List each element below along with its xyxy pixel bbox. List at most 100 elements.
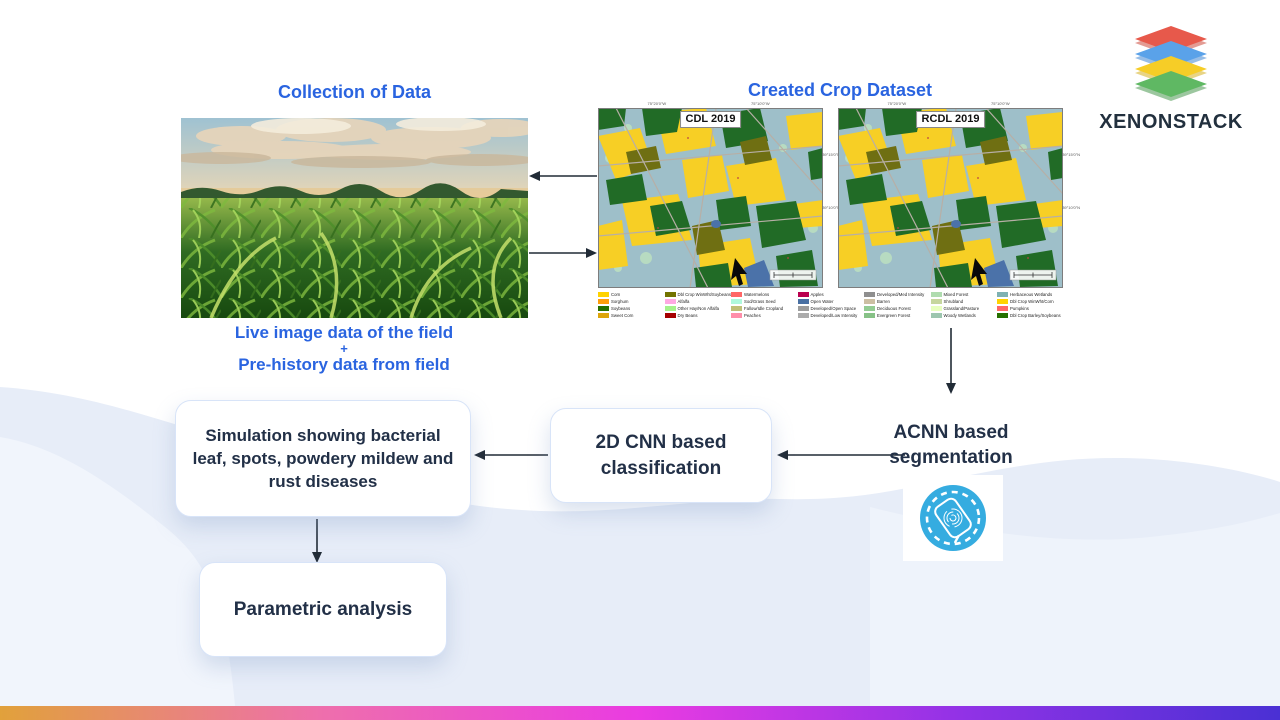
legend-item: Developed/Open Space bbox=[797, 306, 865, 312]
cdl-map: 75°20'0"W 75°10'0"W 39°15'0"N 39°10'0"N … bbox=[598, 101, 840, 288]
legend-swatch bbox=[864, 306, 875, 312]
legend-item: Deciduous Forest bbox=[864, 306, 931, 312]
simulation-text: Simulation showing bacterial leaf, spots… bbox=[192, 426, 454, 491]
legend-swatch bbox=[598, 299, 609, 305]
segmentation-tag-icon bbox=[920, 485, 986, 551]
legend-swatch bbox=[664, 299, 676, 305]
legend-item: Soybeans bbox=[598, 306, 665, 312]
legend-item: Sorghum bbox=[598, 299, 665, 305]
legend-item: Dbl Crop WinWht/Soybeans bbox=[664, 292, 731, 298]
legend-swatch bbox=[797, 292, 809, 298]
caption-line-2: Pre-history data from field bbox=[238, 355, 450, 374]
map-top-tick: 75°20'0"W bbox=[887, 101, 907, 106]
legend-swatch bbox=[731, 313, 742, 319]
xenonstack-logo-text: XENONSTACK bbox=[1099, 111, 1243, 133]
legend-item: Sweet Corn bbox=[598, 313, 665, 319]
arrow-dataset-to-acnn bbox=[946, 328, 956, 394]
segmentation-icon-card bbox=[903, 475, 1003, 561]
created-crop-dataset-title: Created Crop Dataset bbox=[747, 80, 933, 100]
cnn-line-1: 2D CNN based bbox=[595, 431, 727, 453]
legend-column: Corn Sorghum Soybeans Sweet Corn bbox=[598, 292, 665, 320]
legend-swatch bbox=[997, 306, 1008, 312]
legend-swatch bbox=[930, 292, 942, 298]
arrow-dataset-to-photo bbox=[529, 171, 597, 181]
legend-item: Fallow/Idle Cropland bbox=[731, 306, 798, 312]
legend-column: Herbaceous Wetlands Dbl Crop WinWht/Corn… bbox=[997, 292, 1064, 320]
arrow-photo-to-dataset bbox=[529, 248, 597, 258]
legend-item: Developed/Low Intensity bbox=[797, 313, 865, 319]
legend-swatch bbox=[664, 292, 676, 298]
caption-plus: + bbox=[340, 341, 348, 356]
legend-swatch bbox=[731, 306, 742, 312]
legend-column: Mixed Forest Shrubland Grassland/Pasture… bbox=[930, 292, 998, 320]
legend-swatch bbox=[930, 306, 942, 312]
xenonstack-logo: XENONSTACK bbox=[1096, 26, 1246, 134]
legend-column: Watermelons Sod/Grass Seed Fallow/Idle C… bbox=[731, 292, 798, 320]
legend-item: Grassland/Pasture bbox=[930, 306, 998, 312]
legend-item: Peaches bbox=[731, 313, 798, 319]
rcdl-map-label: RCDL 2019 bbox=[915, 111, 986, 128]
legend-item: Sod/Grass Seed bbox=[731, 299, 798, 305]
legend-item: Evergreen Forest bbox=[864, 313, 931, 319]
legend-item: Pumpkins bbox=[997, 306, 1064, 312]
cnn-classification-box: 2D CNN based classification bbox=[550, 408, 772, 503]
arrow-acnn-to-cnn bbox=[777, 450, 905, 460]
map-side-tick: 39°10'0"N bbox=[822, 205, 840, 210]
legend-swatch bbox=[664, 313, 676, 319]
acnn-line-2: segmentation bbox=[889, 447, 1013, 468]
map-top-tick: 75°20'0"W bbox=[647, 101, 667, 106]
legend-swatch bbox=[797, 306, 809, 312]
arrow-simulation-to-parametric bbox=[312, 519, 322, 563]
legend-swatch bbox=[664, 306, 676, 312]
map-side-tick: 39°15'0"N bbox=[1062, 152, 1080, 157]
caption-line-1: Live image data of the field bbox=[234, 323, 454, 342]
acnn-line-1: ACNN based bbox=[893, 422, 1009, 443]
legend-swatch bbox=[797, 313, 809, 319]
legend-swatch bbox=[864, 313, 875, 319]
legend-swatch bbox=[997, 299, 1008, 305]
legend-item: Open Water bbox=[797, 299, 865, 305]
legend-item: Dry Beans bbox=[664, 313, 732, 319]
collection-of-data-title: Collection of Data bbox=[277, 82, 431, 102]
legend-swatch bbox=[997, 292, 1008, 298]
map-legend: Corn Sorghum Soybeans Sweet Corn Dbl Cro… bbox=[598, 292, 1064, 320]
parametric-text: Parametric analysis bbox=[233, 598, 413, 620]
legend-swatch bbox=[731, 292, 742, 298]
legend-swatch bbox=[930, 299, 942, 305]
legend-item: Watermelons bbox=[731, 292, 798, 298]
legend-item: Herbaceous Wetlands bbox=[997, 292, 1064, 298]
map-side-tick: 39°15'0"N bbox=[822, 152, 840, 157]
legend-item: Alfalfa bbox=[664, 299, 732, 305]
legend-item: Dbl Crop Barley/Soybeans bbox=[997, 313, 1064, 319]
legend-swatch bbox=[598, 306, 609, 312]
legend-swatch bbox=[797, 299, 809, 305]
legend-swatch bbox=[930, 313, 942, 319]
legend-item: Corn bbox=[598, 292, 665, 298]
legend-column: Developed/Med Intensity Barren Deciduous… bbox=[864, 292, 931, 320]
acnn-segmentation-label: ACNN based segmentation bbox=[851, 420, 1051, 470]
map-top-tick: 75°10'0"W bbox=[751, 101, 770, 106]
legend-swatch bbox=[864, 292, 875, 298]
rcdl-map: 75°20'0"W 75°10'0"W 39°15'0"N 39°10'0"N … bbox=[838, 101, 1080, 288]
legend-column: Dbl Crop WinWht/Soybeans Alfalfa Other H… bbox=[664, 292, 732, 320]
cnn-line-2: classification bbox=[600, 457, 722, 479]
legend-swatch bbox=[864, 299, 875, 305]
legend-swatch bbox=[598, 313, 609, 319]
field-photo bbox=[171, 117, 541, 319]
legend-item: Shrubland bbox=[930, 299, 998, 305]
legend-swatch bbox=[997, 313, 1008, 319]
legend-swatch bbox=[731, 299, 742, 305]
xenonstack-logo-icon bbox=[1135, 26, 1207, 101]
parametric-analysis-box: Parametric analysis bbox=[199, 562, 447, 657]
legend-item: Developed/Med Intensity bbox=[864, 292, 931, 298]
simulation-box: Simulation showing bacterial leaf, spots… bbox=[175, 400, 471, 517]
legend-item: Apples bbox=[797, 292, 865, 298]
legend-column: Apples Open Water Developed/Open Space D… bbox=[797, 292, 865, 320]
legend-item: Mixed Forest bbox=[930, 292, 998, 298]
cdl-map-label: CDL 2019 bbox=[679, 111, 742, 128]
legend-item: Barren bbox=[864, 299, 931, 305]
bottom-gradient-bar bbox=[0, 706, 1280, 720]
arrow-cnn-to-simulation bbox=[474, 450, 548, 460]
map-side-tick: 39°10'0"N bbox=[1062, 205, 1080, 210]
legend-item: Woody Wetlands bbox=[930, 313, 998, 319]
